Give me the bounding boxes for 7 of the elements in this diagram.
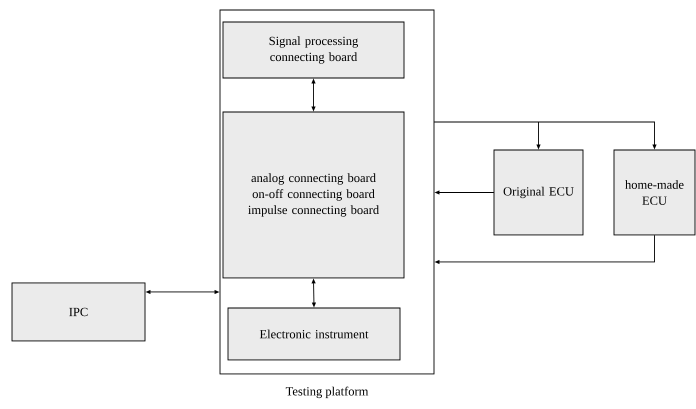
node-label: Testing platform — [286, 386, 368, 398]
ecu-box: Original ECU — [494, 150, 584, 236]
process-box: IPC — [12, 282, 146, 342]
board-box: analog connecting board on-off connecting board impulse connecting board — [222, 112, 404, 278]
ecu-box: home-made ECU — [614, 150, 696, 236]
instrument-box: Electronic instrument — [228, 308, 400, 360]
board-box: Signal processing connecting board — [222, 22, 404, 78]
